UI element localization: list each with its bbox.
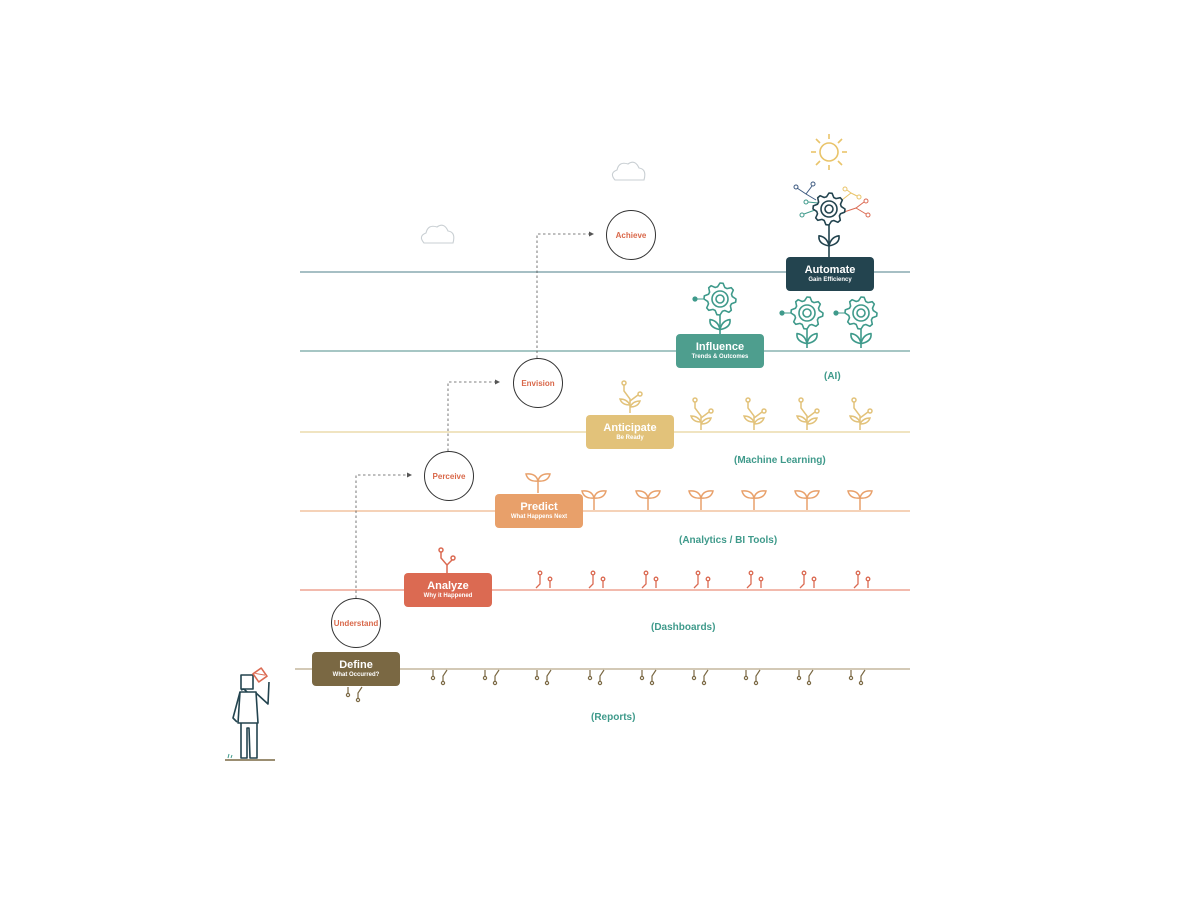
level-lines bbox=[295, 271, 910, 670]
stage-subtitle: Be Ready bbox=[616, 435, 644, 441]
root-icon bbox=[587, 669, 605, 686]
sprout-icons-anticipate bbox=[618, 380, 873, 430]
stage-subtitle: What Happens Next bbox=[510, 514, 568, 520]
sprout-icon bbox=[847, 490, 873, 510]
sprout-icon bbox=[794, 490, 820, 510]
seed-icon bbox=[853, 570, 871, 589]
cloud-icon bbox=[611, 161, 646, 181]
seed-icon bbox=[588, 570, 606, 589]
sprout-icon bbox=[742, 397, 767, 430]
person-icon bbox=[225, 667, 275, 761]
category-label-reports: (Reports) bbox=[591, 712, 636, 723]
stage-subtitle: What Occurred? bbox=[332, 672, 380, 678]
stage-title: Influence bbox=[695, 341, 745, 353]
sprout-icon bbox=[635, 490, 661, 510]
stage-box-define: Define What Occurred? bbox=[312, 652, 400, 686]
stage-box-anticipate: Anticipate Be Ready bbox=[586, 415, 674, 449]
stage-box-influence: Influence Trends & Outcomes bbox=[676, 334, 764, 368]
root-icon bbox=[534, 669, 552, 686]
sprout-icon bbox=[525, 473, 551, 493]
step-circle-perceive: Perceive bbox=[424, 451, 474, 501]
root-icon bbox=[848, 669, 866, 686]
step-circle-envision: Envision bbox=[513, 358, 563, 408]
sprout-icon bbox=[848, 397, 873, 430]
root-icons-define bbox=[345, 669, 866, 703]
sprout-icon bbox=[688, 490, 714, 510]
sprout-icon bbox=[438, 547, 456, 573]
gear-flowers bbox=[692, 282, 878, 348]
category-label-dashboards: (Dashboards) bbox=[651, 622, 716, 633]
stage-title: Define bbox=[339, 659, 373, 671]
stage-box-analyze: Analyze Why it Happened bbox=[404, 573, 492, 607]
root-icon bbox=[796, 669, 814, 686]
gear-flower-icon bbox=[833, 296, 878, 348]
stage-box-automate: Automate Gain Efficiency bbox=[786, 257, 874, 291]
stage-title: Automate bbox=[804, 264, 856, 276]
root-icon bbox=[743, 669, 761, 686]
category-label-analytics: (Analytics / BI Tools) bbox=[679, 535, 778, 546]
category-label-ai: (AI) bbox=[824, 371, 841, 382]
stage-subtitle: Gain Efficiency bbox=[808, 277, 852, 283]
root-icon bbox=[639, 669, 657, 686]
arrow-heads bbox=[407, 231, 594, 478]
stage-subtitle: Trends & Outcomes bbox=[691, 354, 749, 360]
sprout-icon bbox=[581, 490, 607, 510]
network-lines bbox=[793, 181, 871, 218]
gear-flower-icon bbox=[779, 296, 824, 348]
root-icon bbox=[345, 686, 363, 703]
stage-title: Predict bbox=[520, 501, 558, 513]
sprout-icon bbox=[795, 397, 820, 430]
stage-title: Analyze bbox=[427, 580, 469, 592]
seed-icon bbox=[799, 570, 817, 589]
step-circle-achieve: Achieve bbox=[606, 210, 656, 260]
gear-flower-icon bbox=[692, 282, 737, 334]
category-label-machine-learning: (Machine Learning) bbox=[734, 455, 826, 466]
root-icon bbox=[691, 669, 709, 686]
sun-icon bbox=[811, 134, 847, 170]
gear-flower-icon bbox=[812, 192, 846, 258]
gear-flower-icon bbox=[812, 192, 846, 258]
seed-icon bbox=[693, 570, 711, 589]
seed-icons-analyze bbox=[438, 547, 871, 589]
stage-title: Anticipate bbox=[603, 422, 657, 434]
sprout-icon bbox=[741, 490, 767, 510]
step-connectors bbox=[355, 233, 590, 598]
sprout-icon bbox=[689, 397, 714, 430]
root-icon bbox=[482, 669, 500, 686]
sprout-icons-predict bbox=[525, 473, 873, 510]
seed-icon bbox=[641, 570, 659, 589]
root-icon bbox=[430, 669, 448, 686]
stage-subtitle: Why it Happened bbox=[423, 593, 473, 599]
seed-icon bbox=[535, 570, 553, 589]
cloud-icon bbox=[420, 224, 455, 244]
stage-box-predict: Predict What Happens Next bbox=[495, 494, 583, 528]
sprout-icon bbox=[618, 380, 643, 413]
seed-icon bbox=[746, 570, 764, 589]
step-circle-understand: Understand bbox=[331, 598, 381, 648]
